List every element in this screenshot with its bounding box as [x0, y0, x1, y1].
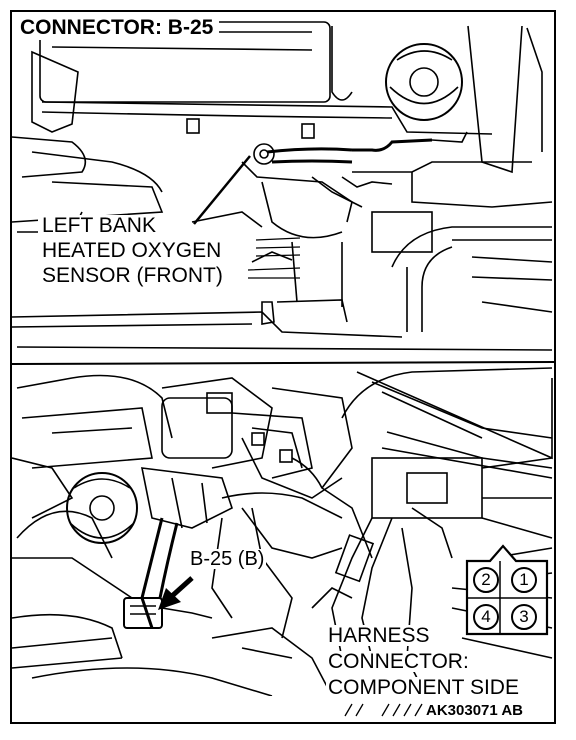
sensor-leader-line	[193, 155, 251, 225]
figure-frame	[10, 10, 556, 724]
sensor-label-line3: SENSOR (FRONT)	[38, 265, 227, 286]
connector-arrow	[158, 576, 194, 610]
connector-pin-4: 4	[473, 604, 499, 630]
harness-label-line3: COMPONENT SIDE	[326, 676, 521, 699]
engine-illustration-bottom	[12, 358, 554, 696]
connector-pin-1: 1	[511, 567, 537, 593]
harness-label-line1: HARNESS	[326, 624, 432, 647]
sensor-label-line2: HEATED OXYGEN	[38, 240, 226, 261]
connector-pin-2: 2	[473, 567, 499, 593]
page-title: CONNECTOR: B-25	[18, 15, 220, 40]
sensor-label-line1: LEFT BANK	[38, 215, 160, 236]
connector-pin-3: 3	[511, 604, 537, 630]
harness-label-line2: CONNECTOR:	[326, 650, 471, 673]
figure-code: AK303071 AB	[424, 702, 525, 719]
connector-callout: B-25 (B)	[188, 548, 267, 570]
